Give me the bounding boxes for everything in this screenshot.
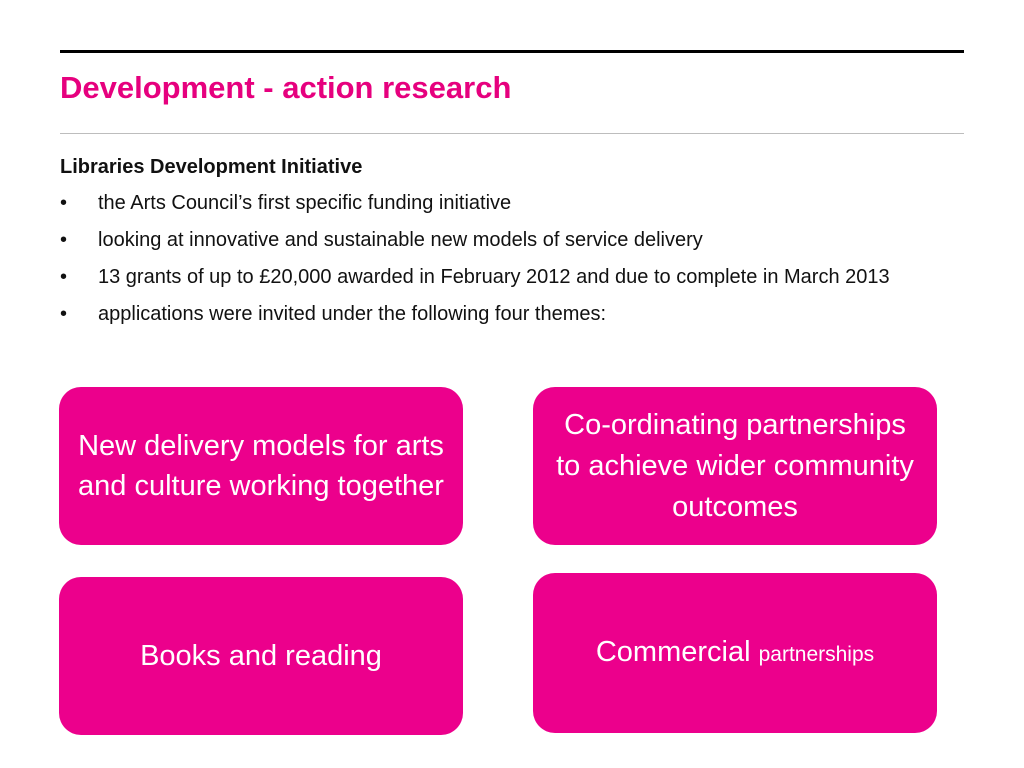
theme-box-commercial-partnerships: Commercial partnerships (533, 573, 937, 733)
theme-box-coordinating-partnerships: Co-ordinating partnerships to achieve wi… (533, 387, 937, 545)
bullet-list: • the Arts Council’s first specific fund… (60, 190, 960, 338)
bullet-item: • applications were invited under the fo… (60, 301, 960, 328)
theme-text-small: partnerships (758, 642, 875, 666)
bullet-icon: • (60, 229, 68, 251)
theme-text-large: Commercial (595, 635, 751, 668)
bullet-icon: • (60, 303, 68, 325)
top-divider (60, 50, 964, 53)
theme-text: New delivery models for arts and culture… (78, 430, 444, 502)
theme-text: Books and reading (140, 640, 382, 672)
bullet-text: applications were invited under the foll… (98, 303, 607, 325)
bullet-item: • the Arts Council’s first specific fund… (60, 190, 960, 217)
bullet-icon: • (60, 192, 68, 214)
slide-title: Development - action research (60, 70, 512, 105)
bullet-item: • 13 grants of up to £20,000 awarded in … (60, 264, 960, 291)
section-heading: Libraries Development Initiative (60, 156, 363, 178)
bullet-icon: • (60, 266, 68, 288)
bullet-text: looking at innovative and sustainable ne… (98, 229, 703, 251)
theme-text: Co-ordinating partnerships to achieve wi… (556, 408, 914, 523)
theme-text: Commercial partnerships (596, 632, 874, 675)
bullet-item: • looking at innovative and sustainable … (60, 227, 960, 254)
bullet-text: 13 grants of up to £20,000 awarded in Fe… (98, 266, 890, 288)
theme-box-books-and-reading: Books and reading (59, 577, 463, 735)
theme-box-new-delivery-models: New delivery models for arts and culture… (59, 387, 463, 545)
title-divider (60, 133, 964, 134)
bullet-text: the Arts Council’s first specific fundin… (98, 192, 512, 214)
